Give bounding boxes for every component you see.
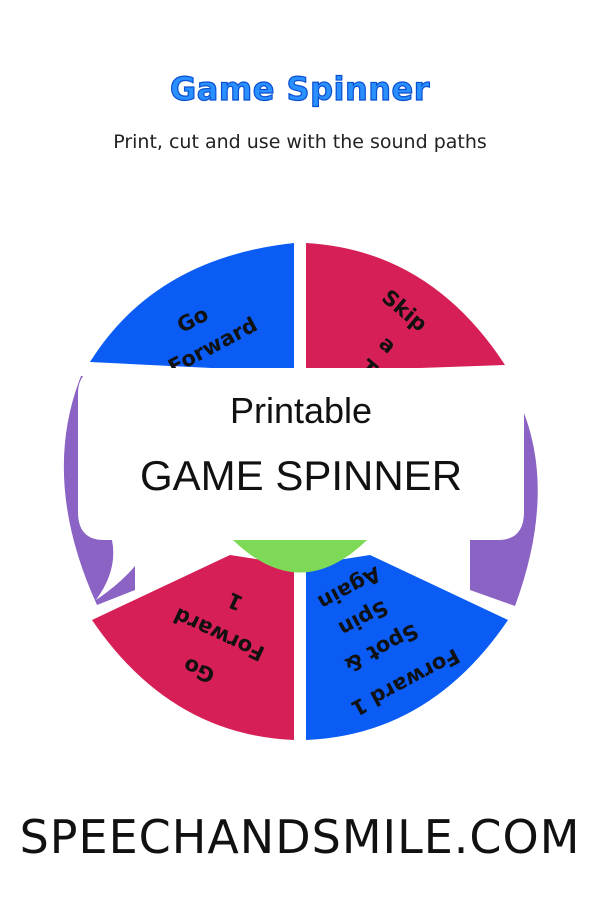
spinner-center bbox=[233, 540, 367, 573]
page-subtitle: Print, cut and use with the sound paths bbox=[113, 131, 487, 153]
spinner-segment-top-right bbox=[306, 243, 505, 372]
overlay-line-game-spinner: GAME SPINNER bbox=[139, 452, 463, 499]
overlay-line-printable: Printable bbox=[229, 390, 373, 431]
spinner-segment-bottom-right bbox=[306, 555, 508, 740]
page-title: Game Spinner bbox=[169, 69, 430, 108]
site-url: SPEECHANDSMILE.COM bbox=[19, 810, 581, 864]
spinner-segment-bottom-left bbox=[92, 555, 294, 740]
spinner-segment-top-left bbox=[90, 243, 294, 372]
